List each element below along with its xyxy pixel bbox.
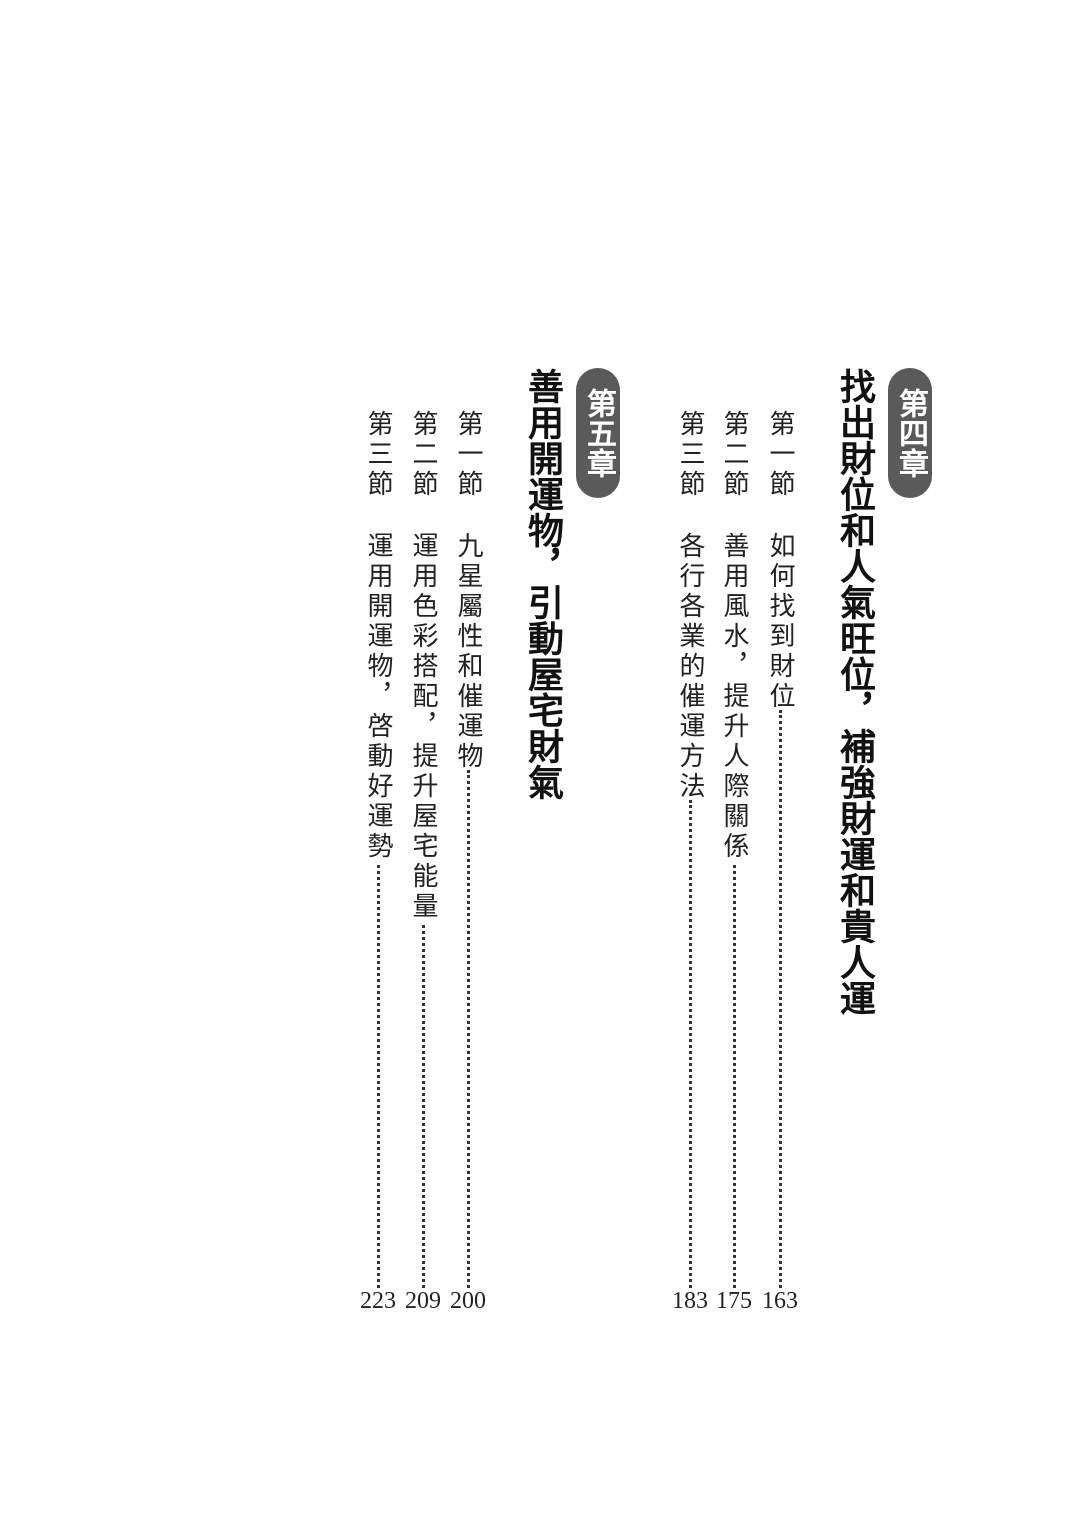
page-number: 183 xyxy=(672,1288,708,1314)
section-title: 九星屬性和催運物 xyxy=(453,532,483,772)
dot-leader xyxy=(377,865,380,1288)
page-number: 163 xyxy=(762,1288,798,1314)
section-label: 第二節 xyxy=(408,410,438,500)
section-title: 善用風水，提升人際關係 xyxy=(719,532,749,862)
section-label: 第一節 xyxy=(453,410,483,500)
chapter-4-badge: 第四章 xyxy=(888,368,932,498)
section-title: 運用色彩搭配，提升屋宅能量 xyxy=(408,532,438,922)
section-title: 運用開運物，啓動好運勢 xyxy=(363,532,393,862)
section-label: 第二節 xyxy=(719,410,749,500)
dot-leader xyxy=(779,710,782,1288)
section-label: 第一節 xyxy=(765,410,795,500)
page-number: 200 xyxy=(450,1288,486,1314)
section-label: 第三節 xyxy=(675,410,705,500)
chapter-4-title: 找出財位和人氣旺位，補強財運和貴人運 xyxy=(834,368,875,1016)
page-number: 223 xyxy=(360,1288,396,1314)
chapter-5-badge: 第五章 xyxy=(576,368,620,498)
page-number: 209 xyxy=(405,1288,441,1314)
dot-leader xyxy=(689,800,692,1288)
dot-leader xyxy=(422,925,425,1288)
section-title: 各行各業的催運方法 xyxy=(675,532,705,802)
section-title: 如何找到財位 xyxy=(765,532,795,712)
section-label: 第三節 xyxy=(363,410,393,500)
chapter-5-title: 善用開運物，引動屋宅財氣 xyxy=(522,368,563,800)
page-number: 175 xyxy=(716,1288,752,1314)
dot-leader xyxy=(467,770,470,1288)
dot-leader xyxy=(733,865,736,1288)
